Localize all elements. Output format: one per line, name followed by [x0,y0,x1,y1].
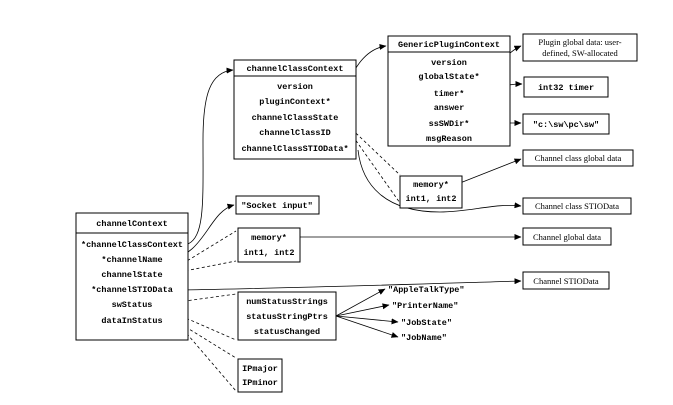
sw-dir-text: "c:\sw\pc\sw" [533,120,599,130]
status-string-apple-talk-type: "AppleTalkType" [388,285,465,295]
plugin-global-data-line1: Plugin global data: user- [538,37,621,47]
channel-stio-data-text: Channel STIOData [533,276,599,286]
arrow-class-memory [459,158,522,184]
field-sw-status: swStatus [112,300,153,310]
plugin-field-sw-dir: ssSWDir* [429,119,470,129]
field-data-in-status: dataInStatus [101,316,162,326]
arrow-status-ptr-4 [335,315,399,338]
int32-timer-box: int32 timer [523,76,609,98]
status-string-job-state: "JobState" [401,318,452,328]
class-memory-box: memory* int1, int2 [399,175,463,209]
sw-dir-box: "c:\sw\pc\sw" [522,113,610,135]
field-channel-class-context: *channelClassContext [81,240,183,250]
channel-context-title: channelContext [96,219,167,229]
field-channel-class-state: channelClassState [252,113,339,123]
ip-major-field: IPmajor [242,364,278,374]
arrow-status-ptr-2 [335,303,390,317]
field-channel-class-id: channelClassID [259,128,330,138]
field-channel-name: *channelName [101,255,162,265]
plugin-field-timer: timer* [434,89,465,99]
channel-class-context-box: channelClassContext version pluginContex… [233,59,357,160]
class-memory-field: memory* [413,180,449,190]
dash-data-in-status-2 [175,320,237,392]
channel-ints-field: int1, int2 [243,248,294,258]
channel-global-data-text: Channel global data [533,232,601,242]
channel-context-box: channelContext *channelClassContext *cha… [75,212,189,341]
class-stio-data-box: Channel class STIOData [522,197,632,215]
socket-input-box: "Socket input" [235,195,320,215]
class-stio-data-text: Channel class STIOData [535,201,619,211]
status-string-ptrs: statusStringPtrs [246,312,328,322]
plugin-field-msg-reason: msgReason [426,134,472,144]
field-version: version [277,82,313,92]
arrow-status-ptr-1 [335,288,386,317]
arrow-channel-class-context [187,67,234,245]
arrow-channel-stio [179,278,522,291]
field-channel-state: channelState [101,270,162,280]
int32-timer-text: int32 timer [538,83,594,93]
socket-input-text: "Socket input" [241,201,312,211]
channel-memory-field: memory* [251,233,287,243]
generic-plugin-context-box: GenericPluginContext version globalState… [387,35,511,147]
status-string-printer-name: "PrinterName" [392,301,458,311]
status-strings: "AppleTalkType" "PrinterName" "JobState"… [388,285,465,343]
ip-box: IPmajor IPminor [237,358,283,393]
status-string-job-name: "JobName" [401,333,447,343]
plugin-global-data-box: Plugin global data: user- defined, SW-al… [522,33,638,62]
channel-stio-data-box: Channel STIOData [522,271,610,290]
channel-global-data-box: Channel global data [522,227,612,246]
status-num-strings: numStatusStrings [246,297,328,307]
channel-memory-box: memory* int1, int2 [237,227,301,263]
dash-sw-status-2 [155,304,237,341]
class-global-data-text: Channel class global data [535,153,622,163]
plugin-field-version: version [431,58,467,68]
field-plugin-context: pluginContext* [259,97,330,107]
plugin-field-answer: answer [434,103,465,113]
field-channel-stio-data: *channelSTIOData [91,285,173,295]
arrow-class-stio [357,149,522,213]
plugin-global-data-line2: defined, SW-allocated [542,48,618,58]
class-global-data-box: Channel class global data [522,149,634,167]
channel-class-context-title: channelClassContext [247,64,344,74]
status-changed: statusChanged [254,327,320,337]
class-ints-field: int1, int2 [405,194,456,204]
plugin-field-global-state: globalState* [418,72,479,82]
field-channel-class-stio-data: channelClassSTIOData* [241,144,348,154]
arrow-status-ptr-3 [335,315,399,325]
status-box: numStatusStrings statusStringPtrs status… [237,291,337,341]
ip-minor-field: IPminor [242,378,278,388]
generic-plugin-context-title: GenericPluginContext [398,40,500,50]
